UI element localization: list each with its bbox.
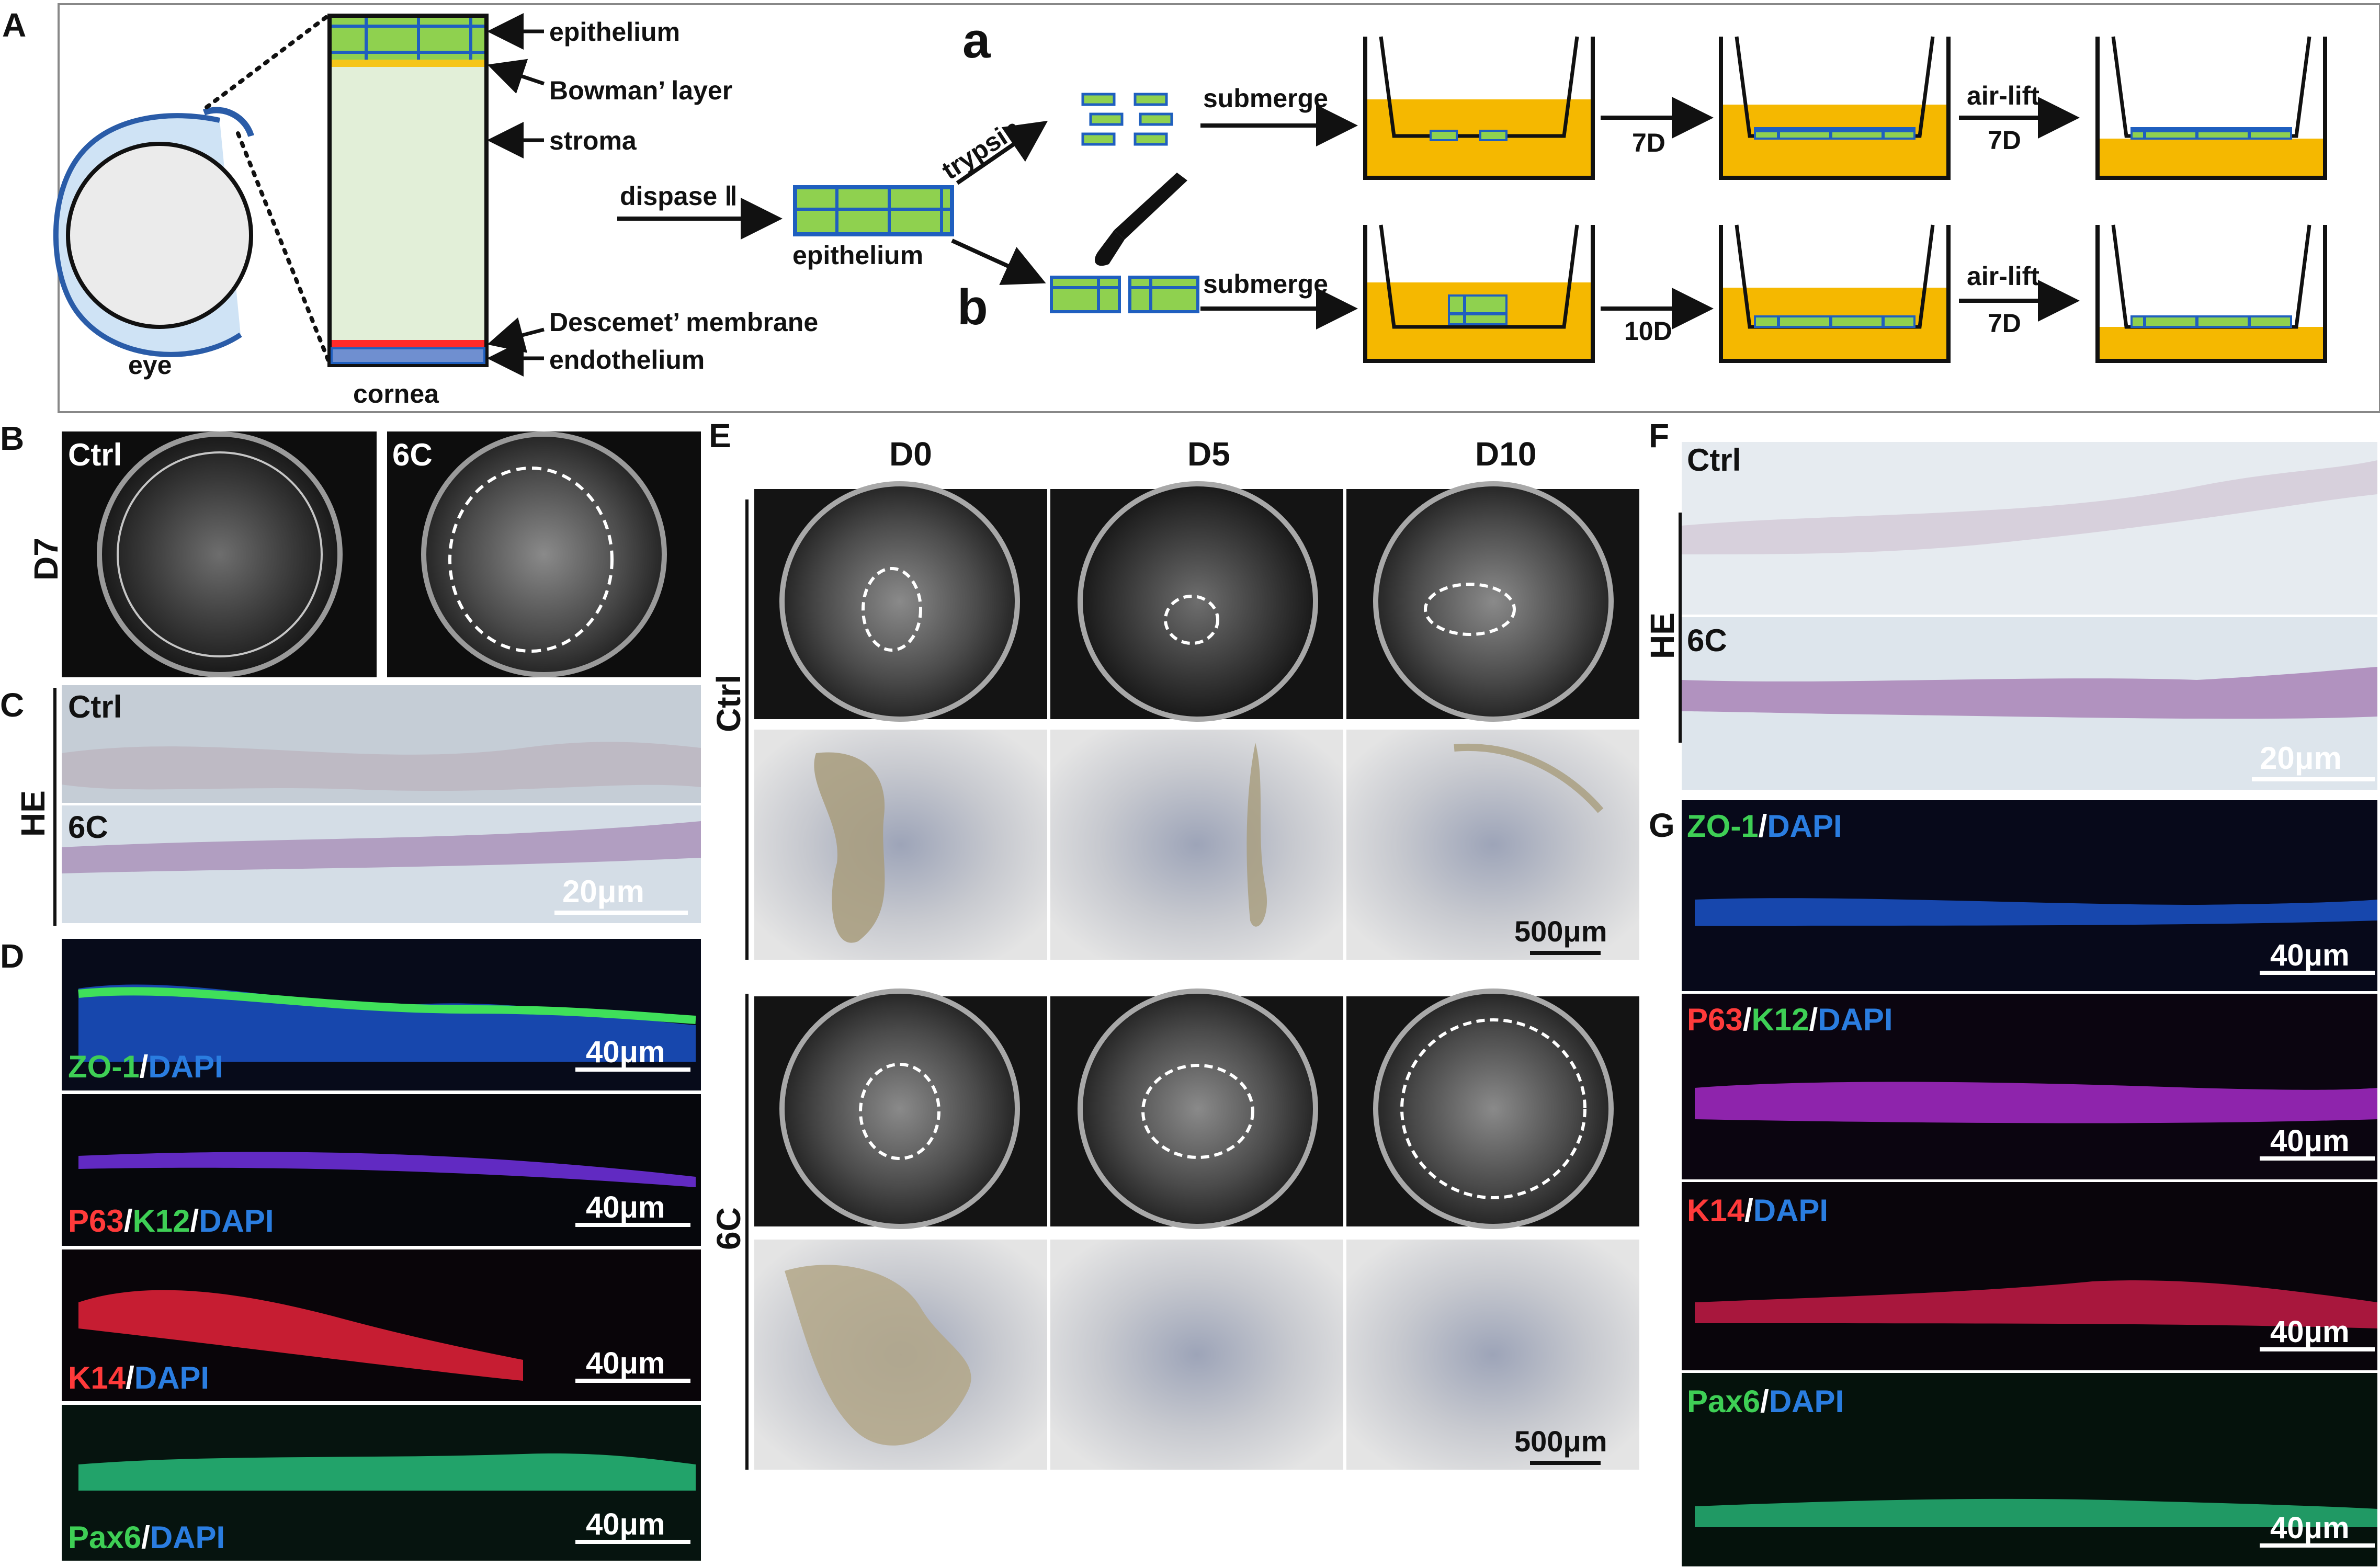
panel-c-stain: HE xyxy=(14,790,52,837)
days-b1: 10D xyxy=(1624,316,1672,346)
panel-f-label: F xyxy=(1649,417,1669,455)
epithelium-sheet xyxy=(793,185,954,236)
zoom-line-top xyxy=(205,13,332,109)
if-stain-label: P63/K12/DAPI xyxy=(1687,1002,1893,1037)
micrograph xyxy=(1346,1240,1639,1470)
if-image xyxy=(1682,1373,2377,1566)
layer-label: Bowman’ layer xyxy=(549,76,732,105)
scale-label: 500μm xyxy=(1514,1425,1607,1458)
scale-label: 40μm xyxy=(586,1346,665,1380)
panel-b-label: B xyxy=(0,419,24,457)
scale-label: 40μm xyxy=(2270,1124,2350,1158)
days-a2: 7D xyxy=(1988,126,2021,155)
if-stain-label: K14/DAPI xyxy=(68,1360,209,1395)
micrograph xyxy=(1050,1240,1343,1470)
scale-label: 40μm xyxy=(586,1035,665,1069)
panel-a: A eye cornea epithelium Bowman’ layer xyxy=(2,3,2380,413)
air-lift-label-b: air-lift xyxy=(1967,262,2039,291)
scale-label: 500μm xyxy=(1514,915,1607,948)
row-header: 6C xyxy=(710,1207,747,1250)
days-b2: 7D xyxy=(1988,309,2021,338)
scale-bars-40um: 40μm 40μm 40μm 40μm 40μm 40μm 40μm 40μm xyxy=(575,938,2375,1548)
submerge-label-b: submerge xyxy=(1203,269,1328,299)
panel-b-row-label: D7 xyxy=(27,538,65,581)
if-stain-label: ZO-1/DAPI xyxy=(68,1049,223,1084)
micrograph xyxy=(754,730,1047,960)
panel-e: E D0 D5 D10 Ctrl 6C 500μm xyxy=(709,417,1639,1470)
explant-piece-2 xyxy=(1128,276,1199,313)
if-stain-label: P63/K12/DAPI xyxy=(68,1203,274,1239)
micrograph xyxy=(1346,730,1639,960)
he-6c-label: 6C xyxy=(1687,623,1727,658)
air-lift-label-a: air-lift xyxy=(1967,81,2039,110)
layer-label: endothelium xyxy=(549,345,705,374)
eye-label: eye xyxy=(128,350,172,380)
scale-label: 40μm xyxy=(2270,938,2350,972)
he-6c-label: 6C xyxy=(68,810,108,845)
col-header: D0 xyxy=(889,435,932,473)
if-image xyxy=(1682,800,2377,991)
layer-labels: epithelium Bowman’ layer stroma Descemet… xyxy=(487,13,818,377)
scale-label: 40μm xyxy=(586,1190,665,1224)
route-a-label: a xyxy=(962,13,991,69)
panel-g: G ZO-1/DAPI P63/K12/DAPI K14/DAPI Pax6/D… xyxy=(1649,800,2377,1566)
epithelium-label: epithelium xyxy=(792,241,923,270)
col-header: D5 xyxy=(1187,435,1230,473)
dispase-label: dispase Ⅱ xyxy=(620,181,738,211)
scale-label: 20μm xyxy=(2260,741,2342,776)
trypsin-arrow xyxy=(956,120,1048,185)
six-c-label: 6C xyxy=(392,437,433,472)
scalpel-icon xyxy=(1094,173,1187,266)
panel-f: F HE Ctrl 6C 20μm xyxy=(1644,417,2377,790)
cornea-diagram: cornea xyxy=(327,14,489,408)
scalpel-arrow xyxy=(951,238,1046,285)
if-stain-label: Pax6/DAPI xyxy=(68,1520,225,1555)
scale-label: 40μm xyxy=(586,1507,665,1541)
ctrl-label: Ctrl xyxy=(68,437,122,472)
panel-d-label: D xyxy=(0,937,24,975)
eye-illustration: eye xyxy=(53,107,254,380)
transwell-a2 xyxy=(1719,36,1951,180)
transwell-a3 xyxy=(2095,36,2327,180)
if-stain-label: K14/DAPI xyxy=(1687,1193,1828,1228)
panel-c: C HE Ctrl 6C 20μm xyxy=(0,685,701,926)
col-header: D10 xyxy=(1475,435,1536,473)
panel-a-label: A xyxy=(2,6,26,44)
he-ctrl-label: Ctrl xyxy=(68,689,122,724)
panel-e-label: E xyxy=(709,417,731,455)
transwell-b3 xyxy=(2095,224,2327,363)
panel-g-label: G xyxy=(1649,806,1675,844)
cornea-label: cornea xyxy=(353,379,439,408)
panel-b: B D7 Ctrl 6C xyxy=(0,419,701,677)
transwell-b1 xyxy=(1363,224,1595,363)
if-stain-label: Pax6/DAPI xyxy=(1687,1384,1844,1419)
zoom-line-bottom xyxy=(236,131,332,366)
scale-label: 40μm xyxy=(2270,1511,2350,1545)
transwell-b2 xyxy=(1719,224,1951,363)
dissociated-cells xyxy=(1081,93,1173,146)
micrograph xyxy=(1050,730,1343,960)
days-a1: 7D xyxy=(1632,128,1665,157)
scale-label: 40μm xyxy=(2270,1315,2350,1349)
if-stain-label: ZO-1/DAPI xyxy=(1687,809,1842,844)
he-ctrl-label: Ctrl xyxy=(1687,442,1741,478)
panel-d: D ZO-1/DAPI P63/K12/DAPI K14/DAPI Pax6/D… xyxy=(0,937,701,1561)
route-b-label: b xyxy=(957,279,988,335)
transwell-a1 xyxy=(1363,36,1595,180)
if-image xyxy=(1682,1182,2377,1370)
row-header: Ctrl xyxy=(710,675,747,732)
layer-label: epithelium xyxy=(549,17,680,47)
panel-f-stain: HE xyxy=(1644,612,1681,659)
explant-piece-1 xyxy=(1050,276,1121,313)
submerge-label-a: submerge xyxy=(1203,84,1328,113)
layer-label: Descemet’ membrane xyxy=(549,308,818,337)
panel-c-label: C xyxy=(0,686,24,724)
scale-label: 20μm xyxy=(562,874,644,909)
layer-label: stroma xyxy=(549,126,637,155)
